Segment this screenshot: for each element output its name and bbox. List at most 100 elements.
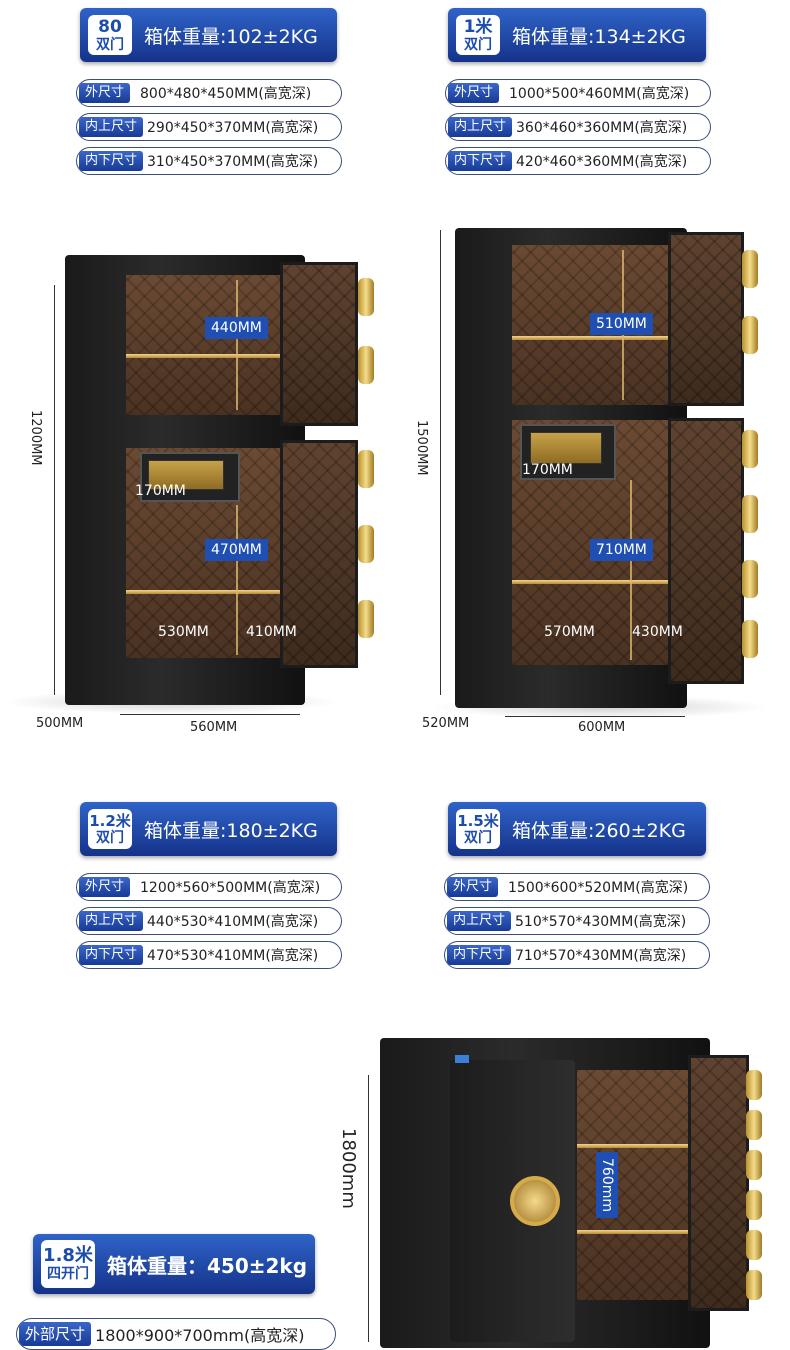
model-doors: 双门: [96, 36, 124, 53]
spec-value: 1000*500*460MM(高宽深): [509, 86, 690, 102]
dim-drawer-height: 170MM: [522, 462, 573, 478]
dim-inner-depth: 430MM: [632, 624, 683, 640]
locking-bolt: [746, 1150, 762, 1180]
spec-value: 310*450*370MM(高宽深): [147, 154, 319, 170]
spec-inner-upper: 内上尺寸 510*570*430MM(高宽深): [444, 907, 710, 935]
combination-dial-icon: [510, 1176, 560, 1226]
model-doors: 四开门: [47, 1266, 89, 1282]
weight-label: 箱体重量:180±2KG: [144, 819, 318, 842]
spec-value: 1500*600*520MM(高宽深): [508, 880, 689, 896]
upper-compartment: [126, 275, 282, 415]
dim-outer-width: 600MM: [578, 720, 626, 735]
keypad-panel: [148, 460, 224, 490]
shelf: [577, 1230, 689, 1234]
shelf: [126, 590, 282, 594]
dim-upper-height: 510MM: [590, 313, 653, 335]
upper-compartment: [577, 1070, 689, 1300]
spec-value: 440*530*410MM(高宽深): [147, 914, 319, 930]
locking-bolt: [746, 1230, 762, 1260]
model-doors: 双门: [464, 36, 492, 53]
spec-value: 1800*900*700mm(高宽深): [95, 1326, 305, 1345]
locking-bolt: [742, 560, 758, 598]
spec-outer: 外尺寸 800*480*450MM(高宽深): [76, 79, 342, 107]
spec-outer: 外尺寸 1500*600*520MM(高宽深): [444, 873, 710, 901]
spec-inner-lower: 内下尺寸 470*530*410MM(高宽深): [76, 941, 342, 969]
dim-upper-height: 760mm: [596, 1152, 618, 1218]
locking-bolt: [358, 450, 374, 488]
spec-inner-lower: 内下尺寸 310*450*370MM(高宽深): [76, 147, 342, 175]
model-tag: 1.5米 双门: [456, 809, 500, 849]
height-dimension-line: [440, 230, 441, 695]
shelf: [512, 580, 668, 584]
locking-bolt: [742, 620, 758, 658]
shelf: [512, 336, 668, 340]
spec-inner-lower: 内下尺寸 420*460*360MM(高宽深): [445, 147, 711, 175]
dim-outer-height: 1800mm: [338, 1128, 359, 1209]
spec-badge-1m: 1米 双门 箱体重量:134±2KG: [448, 8, 706, 62]
shelf: [577, 1144, 689, 1148]
spec-value: 420*460*360MM(高宽深): [516, 154, 688, 170]
spec-label: 外尺寸: [448, 83, 500, 103]
brand-logo-icon: [455, 1055, 469, 1063]
locking-bolt: [358, 278, 374, 316]
lower-door: [668, 418, 744, 684]
spec-value: 800*480*450MM(高宽深): [140, 86, 312, 102]
locking-bolt: [358, 525, 374, 563]
spec-label: 外部尺寸: [19, 1322, 92, 1346]
dim-outer-height: 1200MM: [28, 410, 43, 466]
height-dimension-line: [54, 285, 55, 695]
locking-bolt: [746, 1190, 762, 1220]
locking-bolt: [746, 1110, 762, 1140]
right-upper-door: [688, 1055, 749, 1311]
model-size: 1.8米: [43, 1245, 93, 1266]
spec-label: 外尺寸: [447, 877, 499, 897]
dim-inner-depth: 410MM: [246, 624, 297, 640]
model-tag: 1.8米 四开门: [41, 1240, 95, 1288]
spec-label: 内上尺寸: [447, 911, 512, 931]
spec-label: 内上尺寸: [79, 117, 144, 137]
spec-inner-upper: 内上尺寸 290*450*370MM(高宽深): [76, 113, 342, 141]
locking-bolt: [358, 346, 374, 384]
lower-door: [280, 440, 358, 668]
dim-outer-width: 560MM: [190, 720, 238, 735]
dim-upper-height: 440MM: [205, 317, 268, 339]
model-size: 1.2米: [89, 811, 131, 830]
spec-value: 470*530*410MM(高宽深): [147, 948, 319, 964]
width-dimension-line: [505, 716, 685, 717]
spec-inner-upper: 内上尺寸 440*530*410MM(高宽深): [76, 907, 342, 935]
locking-bolt: [742, 495, 758, 533]
dim-drawer-height: 170MM: [135, 483, 186, 499]
spec-badge-1-5m: 1.5米 双门 箱体重量:260±2KG: [448, 802, 706, 856]
locking-bolt: [742, 430, 758, 468]
shelf: [126, 354, 282, 358]
spec-value: 290*450*370MM(高宽深): [147, 120, 319, 136]
spec-value: 360*460*360MM(高宽深): [516, 120, 688, 136]
dim-lower-height: 710MM: [590, 539, 653, 561]
spec-label: 外尺寸: [79, 83, 131, 103]
keypad-panel: [530, 432, 602, 464]
dim-inner-width: 530MM: [158, 624, 209, 640]
spec-label: 内下尺寸: [447, 945, 512, 965]
spec-value: 510*570*430MM(高宽深): [515, 914, 687, 930]
shelf-post: [630, 480, 632, 660]
dim-inner-width: 570MM: [544, 624, 595, 640]
model-size: 1.5米: [457, 811, 499, 830]
spec-outer: 外尺寸 1000*500*460MM(高宽深): [445, 79, 711, 107]
spec-label: 外尺寸: [79, 877, 131, 897]
weight-label: 箱体重量:134±2KG: [512, 25, 686, 48]
dim-outer-depth: 520MM: [422, 716, 470, 731]
spec-outer: 外尺寸 1200*560*500MM(高宽深): [76, 873, 342, 901]
model-tag: 80 双门: [88, 15, 132, 55]
weight-label: 箱体重量：450±2kg: [107, 1253, 308, 1278]
spec-value: 1200*560*500MM(高宽深): [140, 880, 321, 896]
dim-outer-height: 1500MM: [414, 420, 429, 476]
spec-badge-80: 80 双门 箱体重量:102±2KG: [80, 8, 337, 62]
locking-bolt: [746, 1270, 762, 1300]
shelf-post: [236, 505, 238, 655]
model-size: 1米: [463, 16, 493, 37]
model-tag: 1米 双门: [456, 15, 500, 55]
spec-label: 内上尺寸: [79, 911, 144, 931]
spec-inner-upper: 内上尺寸 360*460*360MM(高宽深): [445, 113, 711, 141]
spec-badge-1-8m: 1.8米 四开门 箱体重量：450±2kg: [33, 1234, 315, 1294]
spec-label: 内下尺寸: [79, 151, 144, 171]
